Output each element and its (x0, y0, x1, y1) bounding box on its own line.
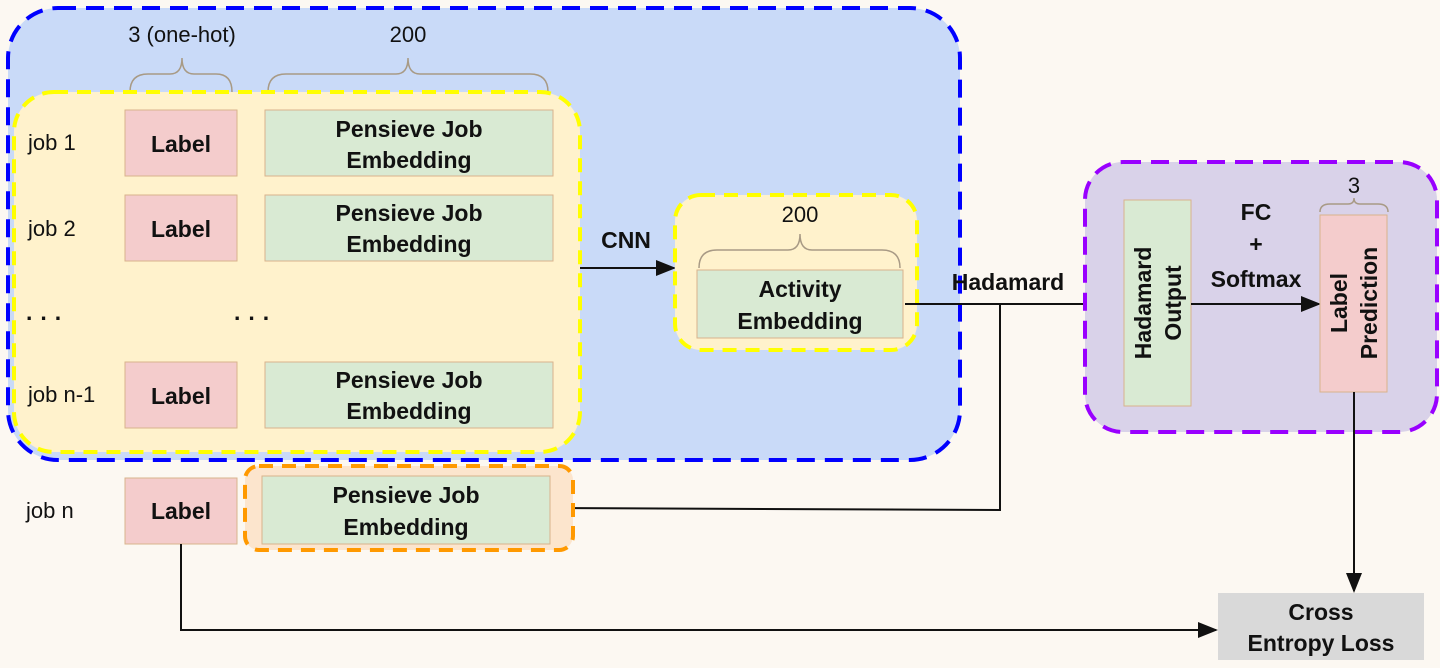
activity-dim: 200 (782, 202, 819, 227)
job-n-connector (549, 304, 1001, 512)
loss-line1: Cross (1288, 599, 1353, 625)
label-to-loss-arrow (180, 544, 1218, 638)
row-job-2: job 2 Label Pensieve Job Embedding (27, 194, 554, 262)
hadamard-output (1123, 199, 1192, 407)
prediction-brace (1319, 197, 1389, 213)
embedding-box-line2: Embedding (346, 231, 471, 257)
embedding-brace (267, 57, 549, 93)
activity-embedding (696, 269, 904, 339)
plus-label: + (1249, 231, 1262, 257)
label-prediction (1319, 214, 1388, 393)
label-box: Label (151, 383, 211, 409)
label-box: Label (151, 131, 211, 157)
prediction-dim: 3 (1348, 173, 1360, 198)
activity-line2: Embedding (737, 308, 862, 334)
activity-line1: Activity (758, 276, 841, 302)
label-prediction-line2: Prediction (1356, 247, 1382, 359)
job-label: job 2 (27, 216, 76, 241)
hadamard-label: Hadamard (952, 269, 1064, 295)
embedding-box-line2: Embedding (343, 514, 468, 540)
embedding-box-line1: Pensieve Job (335, 116, 482, 142)
embedding-box-line2: Embedding (346, 147, 471, 173)
activity-brace (698, 233, 901, 269)
embedding-box-line1: Pensieve Job (335, 200, 482, 226)
fc-label: FC (1241, 199, 1272, 225)
embedding-box-line2: Embedding (346, 398, 471, 424)
job-label: job 1 (27, 130, 76, 155)
embedding-dim: 200 (390, 22, 427, 47)
row-job-n-1: job n-1 Label Pensieve Job Embedding (27, 361, 554, 429)
label-prediction-line1: Label (1326, 273, 1352, 333)
softmax-label: Softmax (1211, 266, 1302, 292)
job-label: job n-1 (27, 382, 95, 407)
label-box: Label (151, 216, 211, 242)
row-job-n: job n Label Pensieve Job Embedding (25, 464, 575, 552)
hadamard-output-line2: Output (1160, 265, 1186, 341)
hadamard-output-line1: Hadamard (1130, 247, 1156, 359)
label-brace (129, 57, 233, 93)
label-dim: 3 (one-hot) (128, 22, 236, 47)
cnn-label: CNN (601, 227, 651, 253)
cross-entropy-loss (1218, 593, 1424, 660)
ellipsis-left: ... (26, 299, 69, 325)
job-label: job n (25, 498, 74, 523)
loss-line2: Entropy Loss (1248, 630, 1395, 656)
embedding-box-line1: Pensieve Job (335, 367, 482, 393)
row-job-1: job 1 Label Pensieve Job Embedding (27, 109, 554, 177)
embedding-box-line1: Pensieve Job (332, 482, 479, 508)
label-box: Label (151, 498, 211, 524)
ellipsis-right: ... (234, 299, 277, 325)
